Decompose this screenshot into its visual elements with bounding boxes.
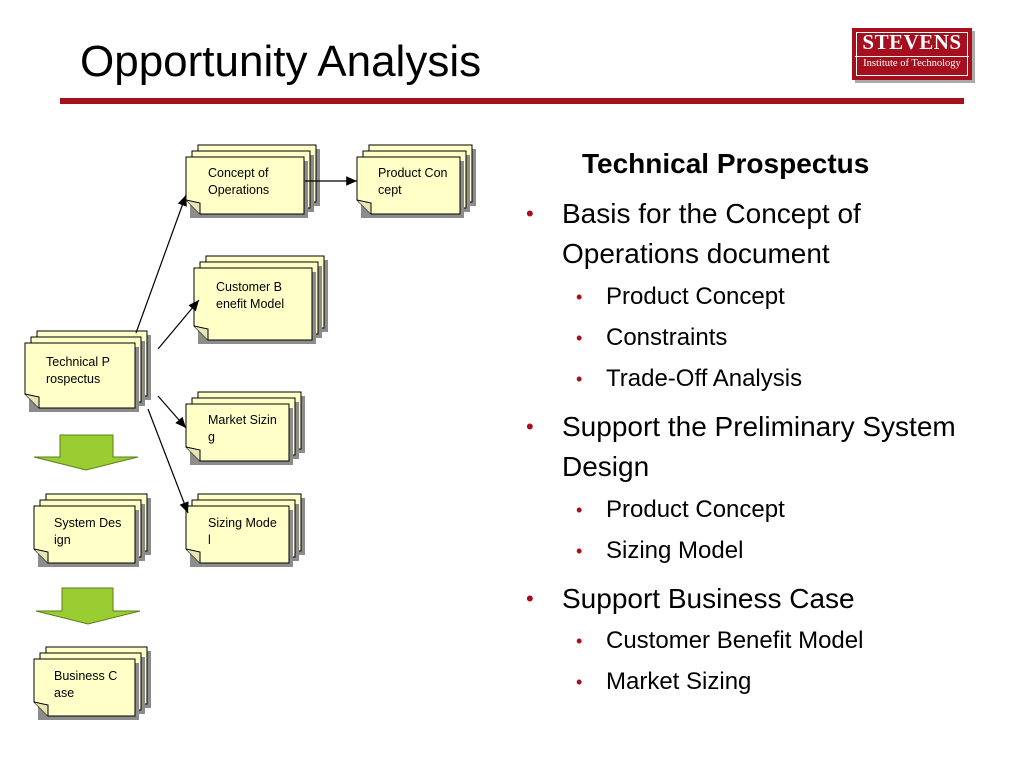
- technical-prospectus-label: Technical Prospectus: [46, 355, 110, 386]
- flow-arrow-down-2: [35, 587, 141, 625]
- link-tp-sizing: [147, 408, 189, 514]
- doc-business-case: [33, 646, 151, 720]
- logo-border: [856, 32, 968, 76]
- link-tp-market: [157, 395, 187, 429]
- bullet-3-sub-1: Customer Benefit Model: [576, 626, 966, 656]
- link-tp-conops: [135, 194, 187, 334]
- stevens-logo: STEVENS Institute of Technology: [852, 28, 972, 80]
- bullet-1-sub-1: Product Concept: [576, 282, 966, 312]
- bullet-2-sub-2: Sizing Model: [576, 536, 966, 566]
- flow-arrow-down-1: [33, 434, 139, 471]
- bullet-2: Support the Preliminary System Design: [526, 407, 962, 487]
- logo-line1: STEVENS: [862, 30, 962, 54]
- customer-benefit-label: Customer Benefit Model: [216, 280, 285, 311]
- bullet-1-sub-2: Constraints: [576, 323, 966, 353]
- bullet-3-sub-2: Market Sizing: [576, 667, 966, 697]
- sizing-model-label: Sizing Model: [208, 516, 277, 547]
- doc-concept-of-operations: [185, 144, 320, 218]
- business-case-label: Business Case: [54, 669, 118, 700]
- doc-market-sizing: [185, 391, 305, 465]
- link-tp-cbm: [157, 299, 200, 350]
- slide-title: Opportunity Analysis: [80, 37, 482, 86]
- product-concept-label: Product Concept: [378, 166, 448, 197]
- bullet-2-sub-1: Product Concept: [576, 495, 966, 525]
- bullet-1: Basis for the Concept of Operations docu…: [526, 194, 962, 274]
- bullet-1-sub-3: Trade-Off Analysis: [576, 364, 966, 394]
- system-design-label: System Design: [54, 516, 122, 547]
- doc-technical-prospectus: [24, 330, 151, 412]
- market-sizing-label: Market Sizing: [208, 413, 277, 444]
- doc-product-concept: [356, 144, 476, 218]
- doc-system-design: [33, 493, 151, 567]
- conops-label: Concept of Operations: [208, 166, 270, 197]
- doc-sizing-model: [185, 493, 305, 567]
- bullet-3: Support Business Case: [526, 579, 962, 619]
- title-divider: [60, 98, 964, 104]
- content-heading: Technical Prospectus: [582, 148, 870, 179]
- doc-customer-benefit-model: [193, 255, 328, 344]
- logo-line2: Institute of Technology: [855, 56, 969, 69]
